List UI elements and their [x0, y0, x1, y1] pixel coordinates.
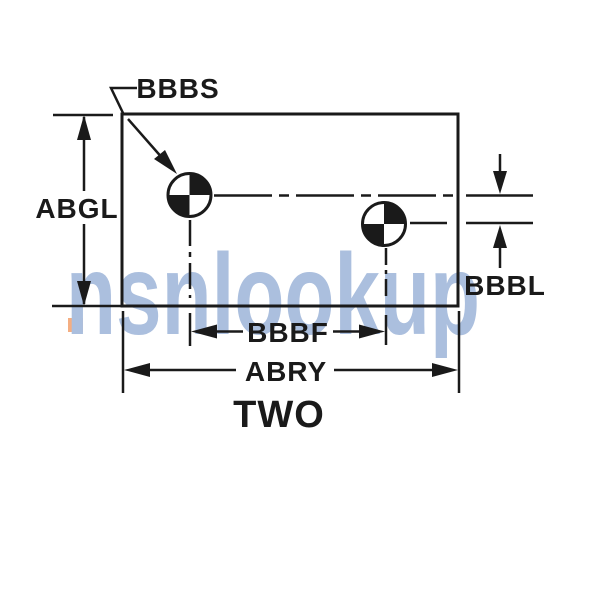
bbbf-arrow-left	[191, 324, 217, 339]
watermark-text: nsnlookup	[66, 231, 480, 359]
datum-target-1-icon	[166, 172, 213, 218]
bbbl-arrow-up	[493, 225, 507, 248]
figure-caption: TWO	[233, 394, 325, 436]
dimension-bbbf: BBBF	[191, 317, 385, 348]
datum-target-2-quadrant-bl	[362, 224, 384, 246]
abry-arrow-left	[124, 363, 150, 377]
bbbs-leader-shaft	[127, 118, 165, 161]
abgl-arrow-down	[77, 281, 91, 306]
plate-outline	[120, 112, 460, 308]
bbbs-label: BBBS	[136, 73, 219, 104]
bbbf-label: BBBF	[247, 317, 329, 348]
datum-target-1-quadrant-bl	[168, 195, 190, 217]
leader-bbbs: BBBS	[109, 73, 219, 174]
abry-label: ABRY	[245, 356, 327, 387]
datum-target-2-icon	[361, 201, 407, 247]
bbbs-leader-elbow	[109, 86, 137, 114]
abry-arrow-right	[432, 363, 458, 377]
datum-target-1-quadrant-tr	[189, 173, 211, 195]
dimension-abry: ABRY	[124, 356, 458, 387]
bbbf-arrow-right	[359, 324, 385, 339]
datum-target-2-quadrant-tr	[384, 202, 406, 224]
abgl-label: ABGL	[35, 193, 118, 224]
bbbl-label: BBBL	[464, 270, 546, 301]
bbbl-arrow-down	[493, 171, 507, 194]
watermark: nsnlookup	[66, 231, 480, 359]
watermark-accent-square	[68, 318, 83, 332]
dimension-abgl: ABGL	[35, 115, 118, 306]
abgl-arrow-up	[77, 115, 91, 140]
dimension-bbbl: BBBL	[464, 154, 546, 301]
bbbs-leader-arrowhead	[154, 150, 177, 174]
